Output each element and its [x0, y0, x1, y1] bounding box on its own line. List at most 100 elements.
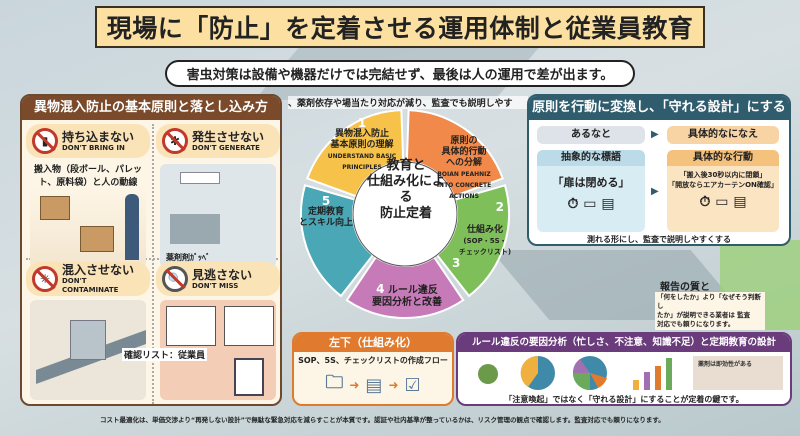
left-panel-header: 異物混入防止の基本原則と落とし込み方: [22, 96, 280, 120]
concrete-action-card: 具体的な行動 「搬入後30秒以内に閉鎖」 「開放ならエアカーテンON確認」 ⏱ …: [667, 150, 779, 232]
inspection-illustration: [160, 300, 276, 400]
step-3-label: 仕組み化(SOP・5S・チェックリスト) 3: [452, 225, 518, 269]
magnifier-icon: 🔍: [162, 266, 188, 292]
step-en: BOIAN PEAHNIZ: [437, 171, 491, 178]
pie-slice: [520, 355, 538, 387]
footer-note: コスト最適化は、単価交渉より“再発しない設計”で無駄な緊急対応を減らすことが本質…: [100, 416, 665, 424]
arrow-right-icon: ▶: [651, 186, 659, 197]
no-bottle-icon: ▮: [32, 128, 58, 154]
step-text: 仕組み化: [466, 225, 503, 235]
step-en: UNDERSTAND BASIC: [327, 153, 397, 160]
step-number: 4: [376, 282, 385, 296]
document-icon: ▤: [365, 374, 383, 396]
step-4-label: 4 ルール違反 要因分析と改善: [352, 283, 462, 309]
right-panel-header: 原則を行動に変換し、「守れる設計」にする: [529, 96, 789, 120]
abstract-slogan-card: 抽象的な標語 「扉は閉める」 ⏱ ▭ ▤: [537, 150, 645, 232]
classroom-illustration: [693, 356, 783, 390]
quadrant-subtitle: DON'T MISS: [192, 281, 239, 290]
cycle-center-text: 教育と 仕組み化によ る 防止定着: [356, 158, 456, 222]
systemization-box: 左下（仕組み化） SOP、5S、チェックリストの作成フロー 🗀➜▤➜☑: [292, 332, 454, 406]
arrow-right-icon: ▶: [651, 129, 659, 140]
step-1-label: 1 異物混入防止基本原則の理解 UNDERSTAND BASIC PRINCIPL…: [322, 116, 402, 173]
boxes-illustration: [30, 186, 146, 268]
action-line: 「搬入後30秒以内に閉鎖」: [679, 171, 767, 179]
step-en: ACTIONS: [449, 193, 479, 200]
action-line: 「開放ならエアカーテンON確認」: [668, 181, 778, 189]
quadrant-title: 発生させない: [192, 129, 265, 144]
step-number: 3: [452, 256, 461, 270]
inspection-frame: [166, 306, 216, 346]
step-text: 具体的行動: [441, 147, 487, 157]
step-en: PRINCIPLES: [342, 164, 382, 171]
step-2-label: 原則の具体的行動への分解 BOIAN PEAHNIZ INTO CONCRETE A…: [424, 136, 504, 213]
right-panel: 原則を行動に変換し、「守れる設計」にする あるなと ▶ 具体的なになえ 抽象的な…: [527, 94, 791, 246]
quadrant-title: 混入させない: [62, 263, 135, 277]
quadrant-subtitle: DON'T BRING IN: [62, 143, 125, 152]
cycle-caption: 、薬剤依存や場当たり対応が減り、監査でも説明しやす: [288, 96, 528, 109]
quadrant-title: 持ち込まない: [62, 129, 135, 144]
step-text: 異物混入防止: [334, 129, 389, 139]
report-text: 「何をしたか」より「なぜそう判断したか」が説明できる業者は 監査対応でも頼りにな…: [655, 292, 765, 330]
divider: [152, 124, 154, 404]
right-panel-footer: 測れる形にし、監査で説明しやすくする: [587, 235, 731, 244]
sink-cabinet: [170, 214, 220, 244]
document-flow: 🗀➜▤➜☑: [294, 370, 452, 400]
bar: [666, 358, 672, 390]
step-text: ルール違反: [387, 285, 438, 296]
timer-aircon-card-icons: ⏱ ▭ ▤: [699, 194, 747, 210]
systemization-header: 左下（仕組み化）: [294, 334, 452, 352]
bar: [633, 380, 639, 390]
tablet-icon: [234, 358, 264, 396]
quadrant-note: 薬剤剤ｶﾞｯﾍﾞ: [166, 253, 210, 262]
center-line: る: [399, 190, 413, 205]
board-text: 薬剤は即効性がある: [697, 360, 752, 368]
step-text: 原則の: [450, 136, 478, 146]
bar: [655, 366, 661, 390]
room-illustration: 薬剤剤ｶﾞｯﾍﾞ: [160, 164, 276, 268]
report-line: 「何をしたか」より「なぜそう判断し: [657, 293, 761, 310]
center-line: 教育と: [386, 158, 426, 173]
step-number: 1: [357, 116, 367, 130]
pie-slice: [590, 373, 607, 388]
report-line: たか」が説明できる業者は 監査: [657, 311, 751, 319]
pie-slice: [572, 359, 590, 373]
no-bug-icon: ✳: [32, 266, 58, 292]
right-label: 具体的なになえ: [667, 126, 779, 144]
quadrant-title: 見逃さない: [192, 267, 253, 282]
rule-violation-box: ルール違反の要因分析（忙しさ、不注意、知識不足）と定期教育の設計 薬剤は即効性が…: [456, 332, 792, 406]
card-title: 具体的な行動: [667, 150, 779, 166]
aircon-icon: [180, 172, 220, 184]
divider: [26, 258, 278, 260]
cycle-diagram: [300, 109, 510, 319]
card-title: 抽象的な標語: [537, 150, 645, 166]
step-text: とスキル向上: [298, 218, 353, 228]
step-text: への分解: [445, 158, 482, 168]
step-text: (SOP・5S・: [463, 237, 507, 245]
inspection-frame: [224, 306, 274, 346]
quadrant-subtitle: DON'T CONTAMINATE: [62, 277, 119, 294]
worker-figure: [125, 194, 139, 260]
bar: [644, 372, 650, 390]
step-en: INTO CONCRETE: [436, 182, 492, 189]
machine: [70, 320, 106, 360]
left-label: あるなと: [537, 126, 645, 144]
step-text: 定期教育: [307, 207, 344, 217]
arrow-icon: ➜: [388, 378, 399, 392]
rule-violation-header: ルール違反の要因分析（忙しさ、不注意、知識不足）と定期教育の設計: [458, 334, 790, 352]
report-line: 対応でも頼りになります。: [657, 320, 735, 328]
step-number: 5: [321, 194, 331, 208]
cycle-center: [352, 161, 458, 267]
timer-aircon-card-icons: ⏱ ▭ ▤: [567, 196, 615, 212]
report-title: 報告の質と: [660, 282, 710, 293]
step-text: 基本原則の理解: [330, 140, 394, 150]
arrow-icon: ➜: [349, 378, 360, 392]
tree-icon: [478, 364, 498, 384]
rule-violation-caption: 「注意喚起」ではなく「守れる設計」にすることが定着の鍵です。: [504, 395, 744, 404]
folder-icon: 🗀: [325, 372, 344, 393]
step-text: 要因分析と改善: [372, 297, 442, 308]
